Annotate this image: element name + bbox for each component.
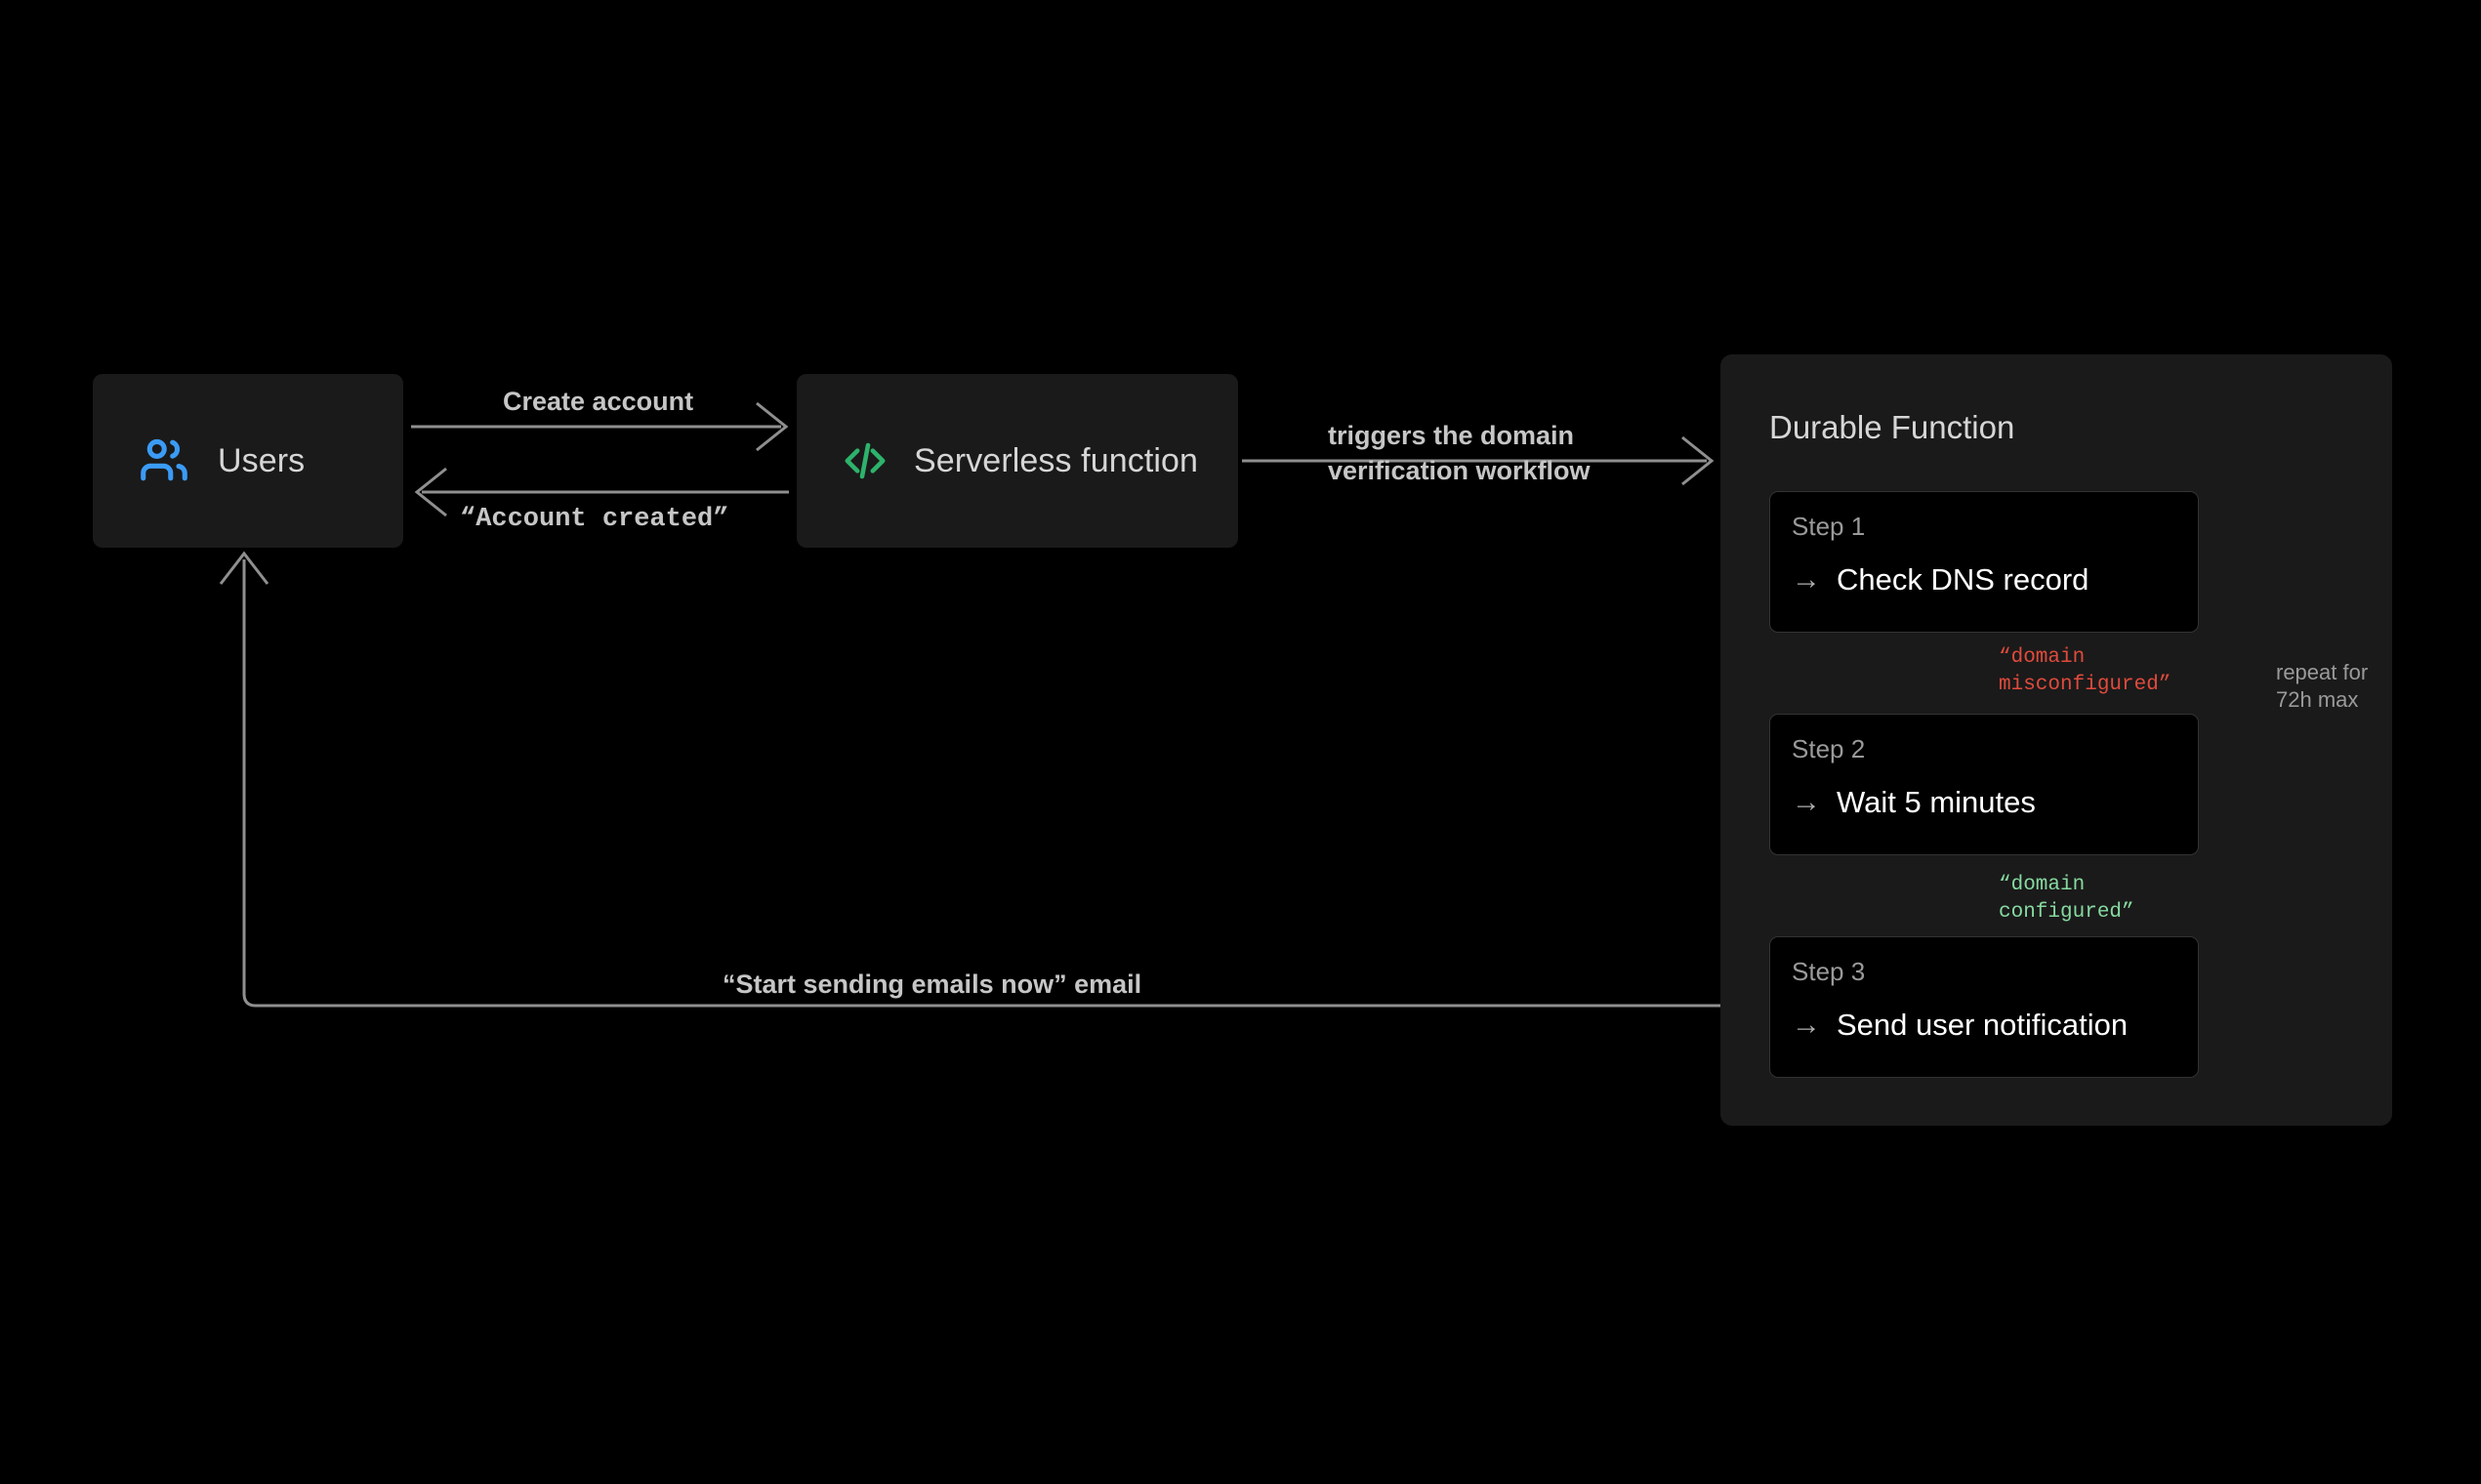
- node-users-label: Users: [218, 441, 306, 479]
- arrow-right-icon: →: [1792, 1008, 1821, 1041]
- step-card-2[interactable]: Step 2 → Wait 5 minutes: [1769, 714, 2199, 855]
- step-2-kicker: Step 2: [1792, 734, 1866, 763]
- arrow-right-icon: →: [1792, 562, 1821, 596]
- edge-start-sending-email: [219, 551, 1769, 1008]
- node-serverless-function[interactable]: Serverless function: [797, 374, 1238, 548]
- step-1-kicker: Step 1: [1792, 512, 1866, 541]
- edge-label-domain-misconfigured: “domain misconfigured”: [1999, 646, 2171, 697]
- edge-label-domain-configured: “domain configured”: [1999, 874, 2134, 925]
- edge-label-account-created: “Account created”: [460, 505, 729, 534]
- step-3-body: → Send user notification: [1792, 1010, 2198, 1040]
- step-2-body: → Wait 5 minutes: [1792, 787, 2198, 817]
- step-card-3[interactable]: Step 3 → Send user notification: [1769, 936, 2199, 1078]
- step-3-kicker: Step 3: [1792, 957, 1866, 986]
- node-users[interactable]: Users: [93, 374, 403, 548]
- users-icon: [136, 433, 192, 489]
- panel-title: Durable Function: [1769, 409, 2015, 445]
- arrow-right-icon: →: [1792, 785, 1821, 818]
- node-serverless-label: Serverless function: [914, 441, 1199, 479]
- step-1-body: → Check DNS record: [1792, 564, 2198, 595]
- step-3-text: Send user notification: [1837, 1008, 2129, 1042]
- step-card-1[interactable]: Step 1 → Check DNS record: [1769, 491, 2199, 633]
- edge-label-repeat-loop: repeat for 72h max: [2276, 660, 2369, 713]
- step-2-text: Wait 5 minutes: [1837, 785, 2036, 819]
- code-icon: [840, 435, 890, 486]
- step-1-text: Check DNS record: [1837, 562, 2089, 597]
- edge-label-start-sending-email: “Start sending emails now” email: [723, 969, 1142, 999]
- edge-label-triggers-workflow: triggers the domain verification workflo…: [1328, 421, 1591, 486]
- edge-label-create-account: Create account: [503, 387, 694, 416]
- panel-durable-function: Durable Function Step 1 → Check DNS reco…: [1720, 354, 2392, 1126]
